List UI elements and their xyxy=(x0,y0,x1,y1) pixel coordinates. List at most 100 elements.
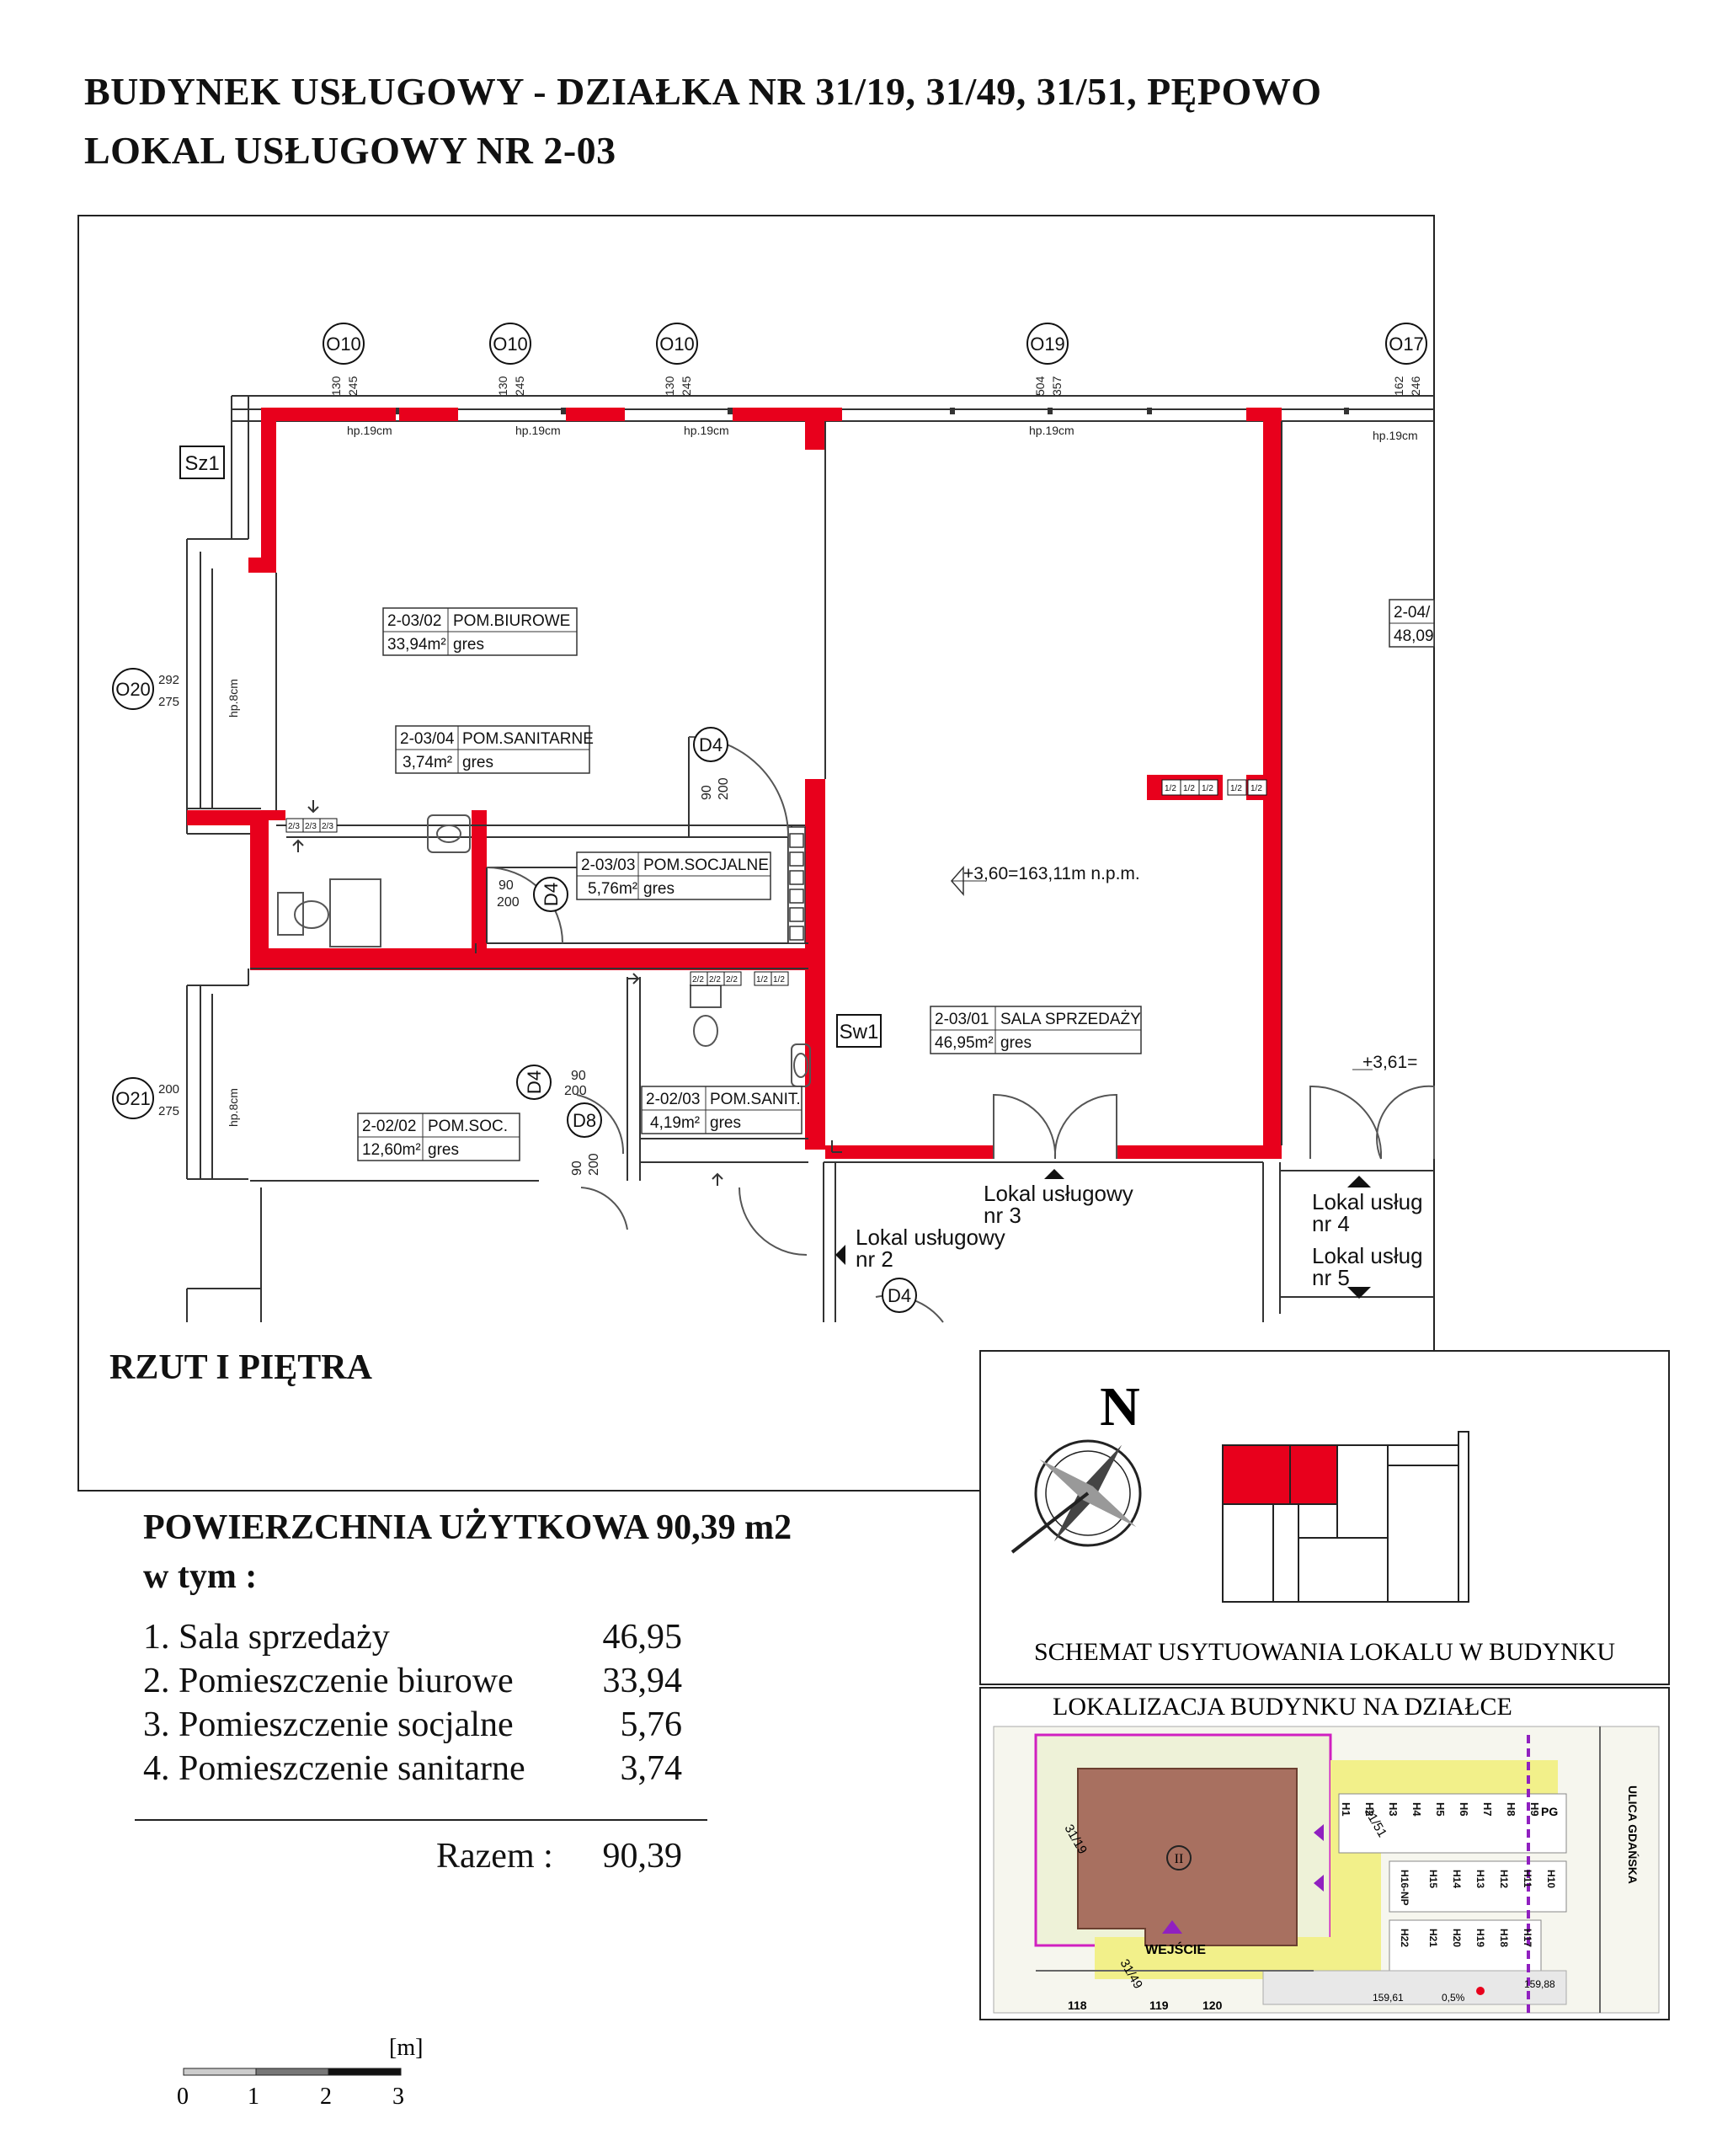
svg-text:H3: H3 xyxy=(1387,1802,1400,1817)
svg-text:gres: gres xyxy=(453,636,484,654)
svg-text:SALA SPRZEDAŻY: SALA SPRZEDAŻY xyxy=(1000,1011,1141,1028)
neighbour-label: Lokal usługowy xyxy=(856,1225,1005,1250)
svg-text:H10: H10 xyxy=(1545,1870,1557,1888)
svg-text:PG: PG xyxy=(1541,1805,1558,1818)
usable-area-heading: POWIERZCHNIA UŻYTKOWA 90,39 m2 xyxy=(143,1508,792,1547)
svg-text:2/2: 2/2 xyxy=(692,975,704,985)
toilet-icon xyxy=(277,892,304,936)
entrance-label: WEJŚCIE xyxy=(1145,1941,1206,1957)
axis-label: O10 xyxy=(659,334,695,355)
neighbour-label: nr 3 xyxy=(984,1203,1021,1228)
summary-divider xyxy=(135,1819,707,1821)
door-tag: D8 xyxy=(567,1102,602,1138)
svg-text:H13: H13 xyxy=(1474,1870,1486,1888)
svg-text:2-03/04: 2-03/04 xyxy=(400,730,455,748)
usable-area-subheading: w tym : xyxy=(143,1557,258,1596)
svg-text:H11: H11 xyxy=(1522,1870,1533,1888)
svg-text:D8: D8 xyxy=(573,1110,596,1131)
svg-text:H16-NP: H16-NP xyxy=(1399,1870,1410,1906)
svg-text:gres: gres xyxy=(643,880,675,898)
svg-text:130: 130 xyxy=(496,376,509,396)
svg-text:gres: gres xyxy=(462,754,493,771)
area-row-label: 1. Sala sprzedaży xyxy=(143,1618,390,1657)
svg-text:H2: H2 xyxy=(1363,1802,1376,1817)
svg-text:118: 118 xyxy=(1068,1999,1087,2012)
door-tag: D4 xyxy=(693,727,728,762)
room-label: 2-02/03 POM.SANIT. 4,19m² gres xyxy=(641,1086,803,1134)
svg-text:246: 246 xyxy=(1409,376,1422,396)
plan-frame xyxy=(77,215,1435,1492)
svg-text:130: 130 xyxy=(663,376,676,396)
level-mark-right: +3,61= xyxy=(1362,1053,1417,1072)
area-row-value: 33,94 xyxy=(602,1662,683,1700)
svg-text:1: 1 xyxy=(248,2084,259,2110)
axis-marker: O17 xyxy=(1385,323,1427,365)
sill-note-side: hp.8cm xyxy=(227,679,240,718)
document-subtitle: LOKAL USŁUGOWY NR 2-03 xyxy=(84,129,616,172)
svg-text:200: 200 xyxy=(158,1082,179,1097)
area-row-label: 4. Pomieszczenie sanitarne xyxy=(143,1749,525,1788)
neighbour-label: nr 4 xyxy=(1312,1211,1350,1236)
svg-text:D4: D4 xyxy=(524,1070,545,1094)
svg-text:H8: H8 xyxy=(1505,1802,1517,1817)
svg-text:90: 90 xyxy=(700,785,714,800)
sill-note: hp.19cm xyxy=(347,424,392,437)
window-tag xyxy=(179,446,225,479)
svg-text:H21: H21 xyxy=(1427,1929,1439,1947)
building-schema xyxy=(1222,1431,1469,1603)
door-tag: D4 xyxy=(516,1065,552,1100)
total-value: 90,39 xyxy=(602,1837,683,1876)
sill-note: hp.19cm xyxy=(1373,429,1418,442)
area-row: 2. Pomieszczenie biurowe 33,94 xyxy=(143,1661,682,1703)
schema-caption: SCHEMAT USYTUOWANIA LOKALU W BUDYNKU xyxy=(1034,1638,1615,1666)
demised-walls xyxy=(187,408,1282,1159)
svg-text:292: 292 xyxy=(158,673,179,687)
sill-note: hp.19cm xyxy=(684,424,729,437)
svg-text:1/2: 1/2 xyxy=(1250,784,1262,793)
svg-text:2-02/02: 2-02/02 xyxy=(362,1118,416,1135)
svg-text:H20: H20 xyxy=(1451,1929,1463,1947)
svg-text:200: 200 xyxy=(587,1153,601,1176)
svg-text:159,61: 159,61 xyxy=(1373,1992,1404,2004)
svg-text:H4: H4 xyxy=(1410,1802,1423,1817)
svg-text:90: 90 xyxy=(499,878,514,893)
svg-text:275: 275 xyxy=(158,695,179,709)
neighbour-label: Lokal usług xyxy=(1312,1189,1423,1214)
room-label: 2-02/02 POM.SOC. 12,60m² gres xyxy=(357,1113,520,1161)
parking-top: H1 H2 H3 H4 H5 H6 H7 H8 H9 xyxy=(1340,1802,1541,1817)
street-label: ULICA GDAŃSKA xyxy=(1626,1785,1640,1884)
svg-text:33,94m²: 33,94m² xyxy=(387,636,446,654)
parking-bot: H22 H21 H20 H19 H18 H17 xyxy=(1399,1929,1533,1947)
total-label: Razem : xyxy=(436,1837,553,1876)
plan-label: RZUT I PIĘTRA xyxy=(109,1348,372,1387)
svg-text:D4: D4 xyxy=(541,883,562,906)
room-label: 2-03/03 POM.SOCJALNE 5,76m² gres xyxy=(576,851,771,900)
window-tag-label: Sz1 xyxy=(184,452,219,475)
window-tag-label: Sw1 xyxy=(840,1021,879,1043)
axis-label: O10 xyxy=(326,334,361,355)
axis-label: O17 xyxy=(1389,334,1424,355)
axis-label: O21 xyxy=(115,1088,151,1109)
svg-text:200: 200 xyxy=(564,1084,587,1098)
axis-marker: O10 xyxy=(323,323,365,365)
sill-note-side: hp.8cm xyxy=(227,1088,240,1127)
sill-note: hp.19cm xyxy=(515,424,561,437)
neighbour-label: Lokal usług xyxy=(1312,1243,1423,1268)
svg-text:1/2: 1/2 xyxy=(773,975,785,985)
room-label: 2-03/01 SALA SPRZEDAŻY 46,95m² gres xyxy=(930,1006,1142,1054)
svg-text:2: 2 xyxy=(320,2084,332,2110)
axis-label: O19 xyxy=(1030,334,1065,355)
axis-marker: O20 xyxy=(112,668,154,710)
area-row: 1. Sala sprzedaży 46,95 xyxy=(143,1617,682,1659)
svg-text:1/2: 1/2 xyxy=(1230,784,1242,793)
axis-marker: O10 xyxy=(656,323,698,365)
area-row-value: 5,76 xyxy=(620,1705,683,1744)
svg-text:2-02/03: 2-02/03 xyxy=(646,1091,700,1108)
svg-text:D4: D4 xyxy=(699,734,723,755)
axis-marker: O10 xyxy=(489,323,531,365)
north-label: N xyxy=(1100,1376,1140,1438)
svg-text:46,95m²: 46,95m² xyxy=(935,1034,994,1052)
svg-text:245: 245 xyxy=(513,376,526,396)
svg-text:2/3: 2/3 xyxy=(322,822,333,831)
